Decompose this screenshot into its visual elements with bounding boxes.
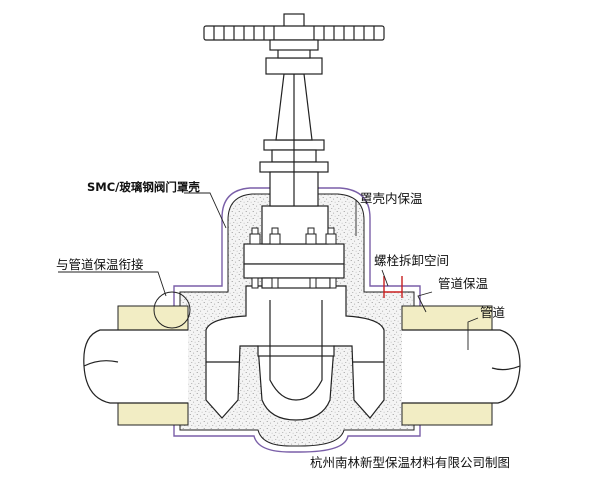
handwheel — [203, 25, 385, 51]
bonnet-flange — [243, 205, 345, 289]
label-pipe-insulation: 管道保温 — [438, 276, 489, 291]
valve-yoke — [259, 13, 329, 207]
bonnet-bolts — [249, 227, 337, 289]
bolt-space-dimension — [383, 276, 403, 298]
pipe — [83, 329, 521, 404]
credit-text: 杭州南林新型保温材料有限公司制图 — [310, 455, 511, 470]
label-pipe-joint: 与管道保温衔接 — [56, 257, 144, 272]
label-cover: SMC/玻璃钢阀门罩壳 — [87, 180, 200, 194]
pipe-insulation — [117, 305, 493, 426]
valve-body — [205, 285, 385, 421]
label-inner-insulation: 罩壳内保温 — [360, 191, 423, 206]
label-bolt-space: 螺栓拆卸空间 — [374, 253, 450, 268]
joint-detail-circle — [153, 291, 191, 329]
label-pipe: 管道 — [480, 305, 506, 320]
leader-lines — [58, 192, 479, 350]
